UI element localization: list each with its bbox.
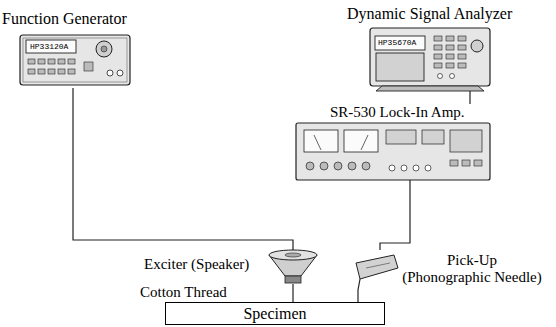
function-generator-drawing-part (38, 59, 45, 64)
annotation-label: Cotton Thread (140, 284, 227, 301)
lock-in-amplifier-drawing-part (304, 130, 338, 152)
lock-in-amplifier-drawing-part (450, 160, 458, 166)
lock-in-amplifier-drawing-part (306, 162, 314, 170)
function-generator-drawing-part (48, 69, 55, 74)
lock-in-amplifier-drawing-part (348, 162, 356, 170)
lock-in-amplifier-drawing-part (389, 165, 395, 171)
signal-analyzer-drawing-part (471, 40, 483, 52)
lock-in-amplifier-drawing-part (425, 165, 431, 171)
signal-analyzer-drawing-part (458, 45, 466, 50)
wire-connector (292, 284, 293, 302)
signal-analyzer-drawing-part (446, 54, 454, 59)
wire-connector (469, 91, 470, 104)
signal-analyzer-drawing-part (458, 36, 466, 41)
lock-in-amplifier-drawing-part (450, 130, 482, 152)
speaker-drawing-part (285, 276, 301, 283)
function-generator-drawing-part (96, 41, 112, 57)
display-text: HP33120A (30, 42, 68, 52)
signal-analyzer-drawing-part (376, 86, 484, 91)
instrument-node: SR-530 Lock-In Amp. (293, 104, 493, 180)
function-generator-drawing-part (58, 69, 65, 74)
signal-analyzer-drawing-part (434, 45, 442, 50)
instrument-node: Dynamic Signal AnalyzerHP35670A (345, 3, 540, 91)
signal-analyzer-drawing-part (446, 45, 454, 50)
signal-analyzer-drawing-part (434, 63, 442, 68)
function-generator-drawing-part (28, 69, 35, 74)
speaker-drawing-part (269, 250, 317, 260)
wire-connector (357, 290, 358, 302)
function-generator-drawing-part (23, 38, 127, 82)
wire-connector (380, 180, 410, 250)
instrument-label: Function Generator (2, 10, 127, 28)
signal-analyzer-drawing-part (370, 28, 490, 86)
exciter-node: Exciter (Speaker) (140, 250, 320, 284)
wire-connector (73, 88, 293, 250)
function-generator-drawing (20, 35, 130, 85)
signal-analyzer-drawing-part (434, 36, 442, 41)
pickup-node: Pick-Up (Phonographic Needle) (352, 250, 548, 290)
signal-analyzer-drawing-part (376, 53, 424, 81)
speaker-drawing-part (285, 253, 301, 257)
lock-in-amplifier-drawing-part (296, 123, 490, 180)
signal-analyzer-drawing-part (375, 36, 425, 50)
function-generator-drawing-part (84, 62, 93, 71)
speaker-drawing (269, 250, 317, 283)
pickup-drawing (356, 255, 398, 290)
function-generator-drawing-part (117, 70, 123, 76)
lock-in-amplifier-drawing-part (413, 165, 419, 171)
function-generator-drawing-part (38, 69, 45, 74)
lock-in-amplifier-drawing-part (474, 160, 482, 166)
pickup-drawing-part (366, 263, 390, 268)
signal-analyzer-drawing-part (438, 74, 443, 79)
lock-in-amplifier-drawing-part (361, 135, 368, 150)
function-generator-drawing-part (20, 35, 130, 85)
instrument-label: Dynamic Signal Analyzer (347, 5, 512, 23)
pickup-drawing-part (356, 255, 398, 279)
specimen-box: Specimen (165, 302, 385, 325)
signal-analyzer-drawing (370, 28, 490, 91)
function-generator-drawing-part (68, 59, 75, 64)
exciter-label: Exciter (Speaker) (144, 256, 249, 273)
lock-in-amplifier-drawing-part (386, 130, 416, 144)
function-generator-drawing-part (68, 69, 75, 74)
signal-analyzer-drawing-part (458, 54, 466, 59)
function-generator-drawing-part (48, 59, 55, 64)
pickup-label: Pick-Up (Phonographic Needle) (402, 252, 542, 286)
signal-analyzer-drawing-part (458, 63, 466, 68)
lock-in-amplifier-drawing-part (462, 160, 470, 166)
lock-in-amplifier-drawing-part (314, 135, 321, 150)
function-generator-drawing-part (58, 59, 65, 64)
lock-in-amplifier-drawing-part (362, 162, 370, 170)
function-generator-drawing-part (28, 59, 35, 64)
specimen-label: Specimen (243, 305, 306, 323)
function-generator-drawing-part (101, 46, 107, 52)
lock-in-amplifier-drawing-part (320, 162, 328, 170)
function-generator-drawing-part (26, 40, 76, 53)
function-generator-drawing-part (107, 70, 113, 76)
signal-analyzer-drawing-part (446, 63, 454, 68)
lock-in-amplifier-drawing (296, 123, 490, 180)
signal-analyzer-drawing-part (450, 74, 455, 79)
display-text: HP35670A (378, 38, 416, 48)
lock-in-amplifier-drawing-part (344, 130, 378, 152)
lock-in-amplifier-drawing-part (334, 162, 342, 170)
lock-in-amplifier-drawing-part (422, 130, 444, 144)
signal-analyzer-drawing-part (446, 36, 454, 41)
instrument-label: SR-530 Lock-In Amp. (330, 104, 465, 121)
signal-analyzer-drawing-part (434, 54, 442, 59)
instrument-node: Function GeneratorHP33120A (2, 8, 152, 88)
pickup-drawing-part (358, 279, 360, 290)
lock-in-amplifier-drawing-part (401, 165, 407, 171)
